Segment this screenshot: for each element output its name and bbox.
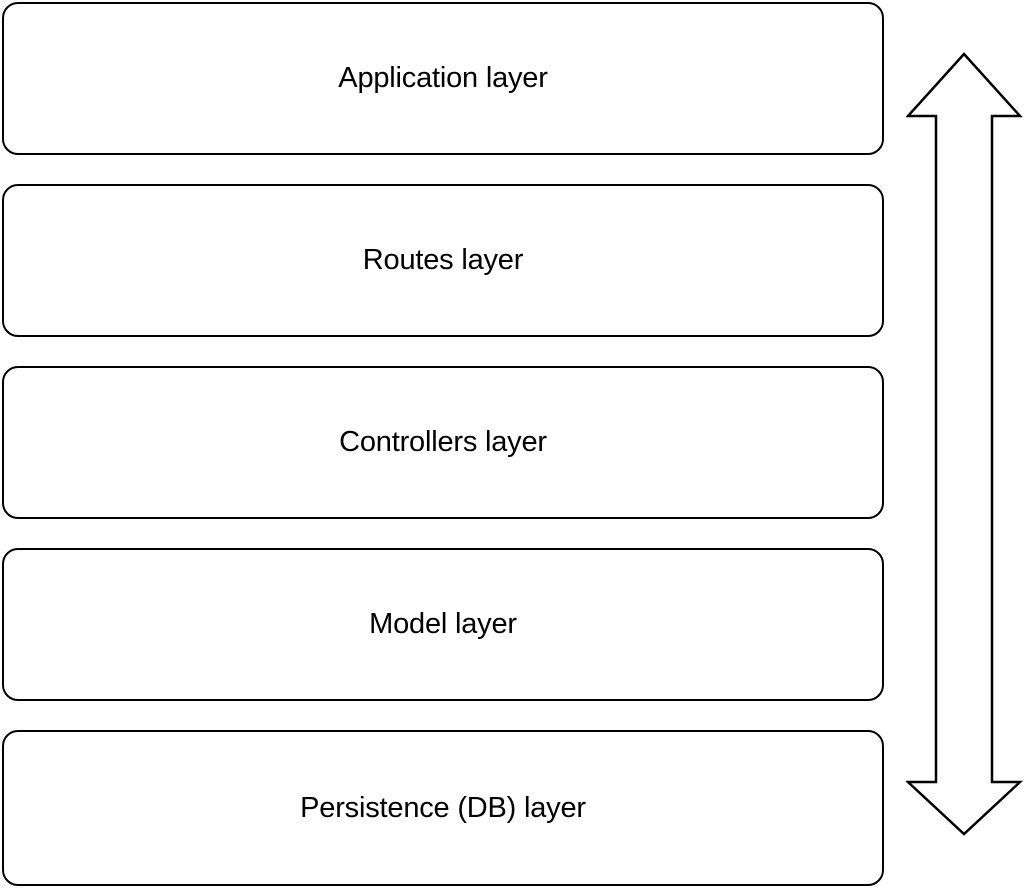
model-layer-label: Model layer [369,608,517,640]
routes-layer-label: Routes layer [362,244,524,276]
double-headed-vertical-arrow-icon [906,52,1024,836]
application-layer-box: Application layer [2,2,884,155]
controllers-layer-label: Controllers layer [339,426,547,458]
controllers-layer-box: Controllers layer [2,366,884,519]
routes-layer-box: Routes layer [2,184,884,337]
model-layer-box: Model layer [2,548,884,701]
application-layer-label: Application layer [338,62,548,94]
persistence-layer-box: Persistence (DB) layer [2,730,884,886]
persistence-layer-label: Persistence (DB) layer [300,791,586,824]
